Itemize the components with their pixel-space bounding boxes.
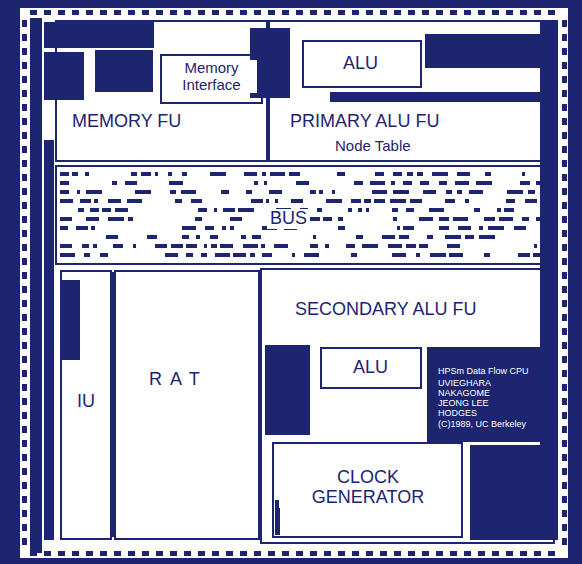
circuit-regions bbox=[30, 18, 558, 553]
floorplan-block: ALU bbox=[320, 347, 422, 389]
block-label: UVIEGHARA NAKAGOME JEONG LEE HODGES bbox=[435, 379, 503, 419]
block-label: BUS bbox=[267, 209, 310, 229]
floorplan-block: RAT bbox=[114, 270, 260, 540]
floorplan-block: HPSm Data Flow CPU UVIEGHARA NAKAGOME JEO… bbox=[427, 347, 552, 442]
floorplan-block: ALU bbox=[302, 40, 422, 88]
block-label: MEMORY FU bbox=[69, 112, 184, 132]
block-label: PRIMARY ALU FU bbox=[287, 112, 442, 132]
block-label: SECONDARY ALU FU bbox=[292, 300, 479, 320]
floorplan-block: IU bbox=[60, 270, 112, 540]
block-label: (C)1989, UC Berkeley bbox=[435, 420, 529, 430]
floorplan-block: BUS bbox=[55, 165, 555, 265]
floorplan-block: MEMORY FU Memory Interface bbox=[55, 20, 268, 162]
block-label: Node Table bbox=[332, 138, 414, 155]
floorplan-block: PRIMARY ALU FU Node Table ALU bbox=[268, 20, 555, 162]
floorplan-block: Memory Interface bbox=[160, 54, 263, 104]
block-label: ALU bbox=[350, 358, 391, 378]
block-label: ALU bbox=[340, 54, 381, 74]
bus-wiring bbox=[60, 172, 557, 257]
block-label: Memory Interface bbox=[166, 60, 257, 93]
bond-pads bbox=[22, 10, 567, 556]
floorplan-block: CLOCK GENERATOR bbox=[272, 442, 463, 538]
block-label: IU bbox=[74, 392, 98, 412]
die-surface bbox=[20, 8, 568, 558]
block-label: HPSm Data Flow CPU bbox=[435, 367, 532, 377]
block-label: RAT bbox=[146, 370, 211, 390]
block-label: CLOCK GENERATOR bbox=[279, 468, 457, 508]
floorplan-block: SECONDARY ALU FU ALU HPSm Data Flow CPU UVI… bbox=[260, 268, 555, 544]
